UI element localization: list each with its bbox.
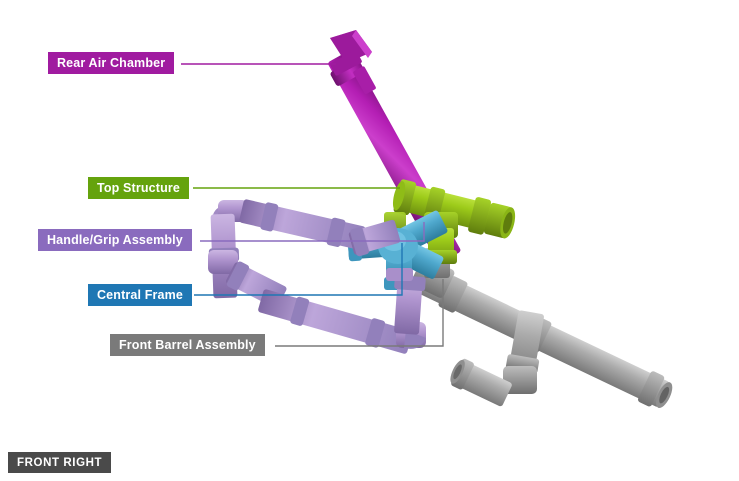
callout-rear-air-chamber[interactable]: Rear Air Chamber: [48, 52, 175, 74]
view-orientation-label: FRONT RIGHT: [17, 456, 103, 469]
callout-leader-lines: [181, 63, 444, 347]
callout-label-top-structure: Top Structure: [97, 181, 180, 195]
callout-label-front-barrel-assembly: Front Barrel Assembly: [119, 338, 256, 352]
callout-handle-grip-assembly[interactable]: Handle/Grip Assembly: [38, 229, 192, 251]
view-orientation-badge: FRONT RIGHT: [8, 452, 112, 473]
callout-front-barrel-assembly[interactable]: Front Barrel Assembly: [110, 334, 265, 356]
leader-front-barrel-assembly: [275, 279, 444, 347]
part-front-barrel-assembly: [411, 248, 673, 408]
part-handle-grip-assembly: [208, 199, 426, 354]
callout-label-rear-air-chamber: Rear Air Chamber: [57, 56, 166, 70]
callout-top-structure[interactable]: Top Structure: [88, 177, 189, 199]
leader-central-frame: [194, 243, 403, 296]
callout-label-handle-grip-assembly: Handle/Grip Assembly: [47, 233, 183, 247]
callout-label-central-frame: Central Frame: [97, 288, 184, 302]
leader-handle-grip-assembly: [200, 222, 425, 242]
callout-central-frame[interactable]: Central Frame: [88, 284, 193, 306]
